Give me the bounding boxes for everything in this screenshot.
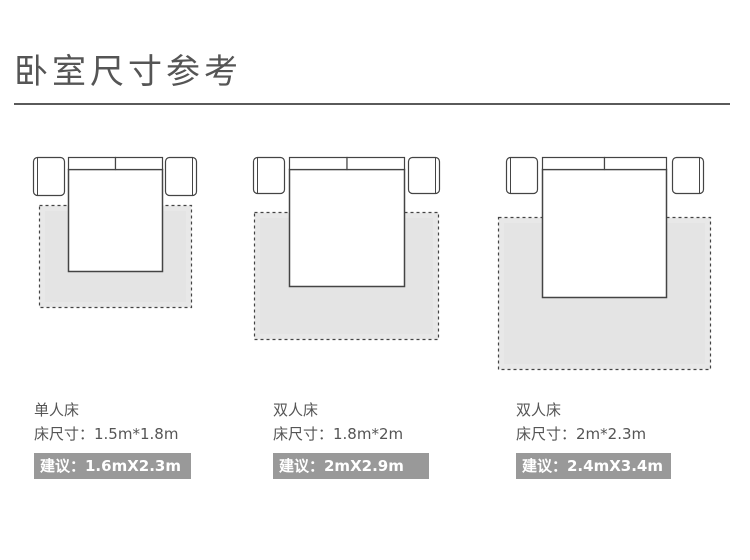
nightstand-left (32, 156, 66, 197)
bed (541, 168, 668, 299)
nightstand-right (407, 156, 441, 195)
pillow-right (114, 156, 164, 171)
recommend-badge-double-1: 建议：2mX2.9m (273, 453, 429, 479)
bed-size-label: 床尺寸：1.8m*2m (273, 425, 404, 443)
pillow-left (288, 156, 348, 171)
bed-info-single: 单人床 床尺寸：1.5m*1.8m (34, 398, 178, 446)
bed-info-double-1: 双人床 床尺寸：1.8m*2m (273, 398, 403, 446)
nightstand-left (505, 156, 539, 195)
pillow-right (346, 156, 406, 171)
bed-info-double-2: 双人床 床尺寸：2m*2.3m (516, 398, 646, 446)
diagram-single-bed (32, 156, 198, 309)
pillow-left (541, 156, 606, 171)
pillow-left (67, 156, 117, 171)
pillow-right (603, 156, 668, 171)
bed-type-label: 单人床 (34, 401, 80, 419)
nightstand-right (164, 156, 198, 197)
bed-type-label: 双人床 (516, 401, 562, 419)
nightstand-left (252, 156, 286, 195)
bed-size-label: 床尺寸：2m*2.3m (516, 425, 647, 443)
diagram-double-bed-2 (497, 156, 712, 371)
diagram-double-bed-1 (252, 156, 441, 341)
bed-size-label: 床尺寸：1.5m*1.8m (34, 425, 179, 443)
title-divider (14, 103, 730, 105)
bed-type-label: 双人床 (273, 401, 319, 419)
nightstand-right (671, 156, 705, 195)
recommend-badge-single: 建议：1.6mX2.3m (34, 453, 191, 479)
bed-layout-diagrams (32, 156, 712, 371)
recommend-badge-double-2: 建议：2.4mX3.4m (516, 453, 671, 479)
bed (288, 168, 406, 288)
page-title: 卧室尺寸参考 (14, 52, 242, 92)
bed (67, 168, 164, 273)
